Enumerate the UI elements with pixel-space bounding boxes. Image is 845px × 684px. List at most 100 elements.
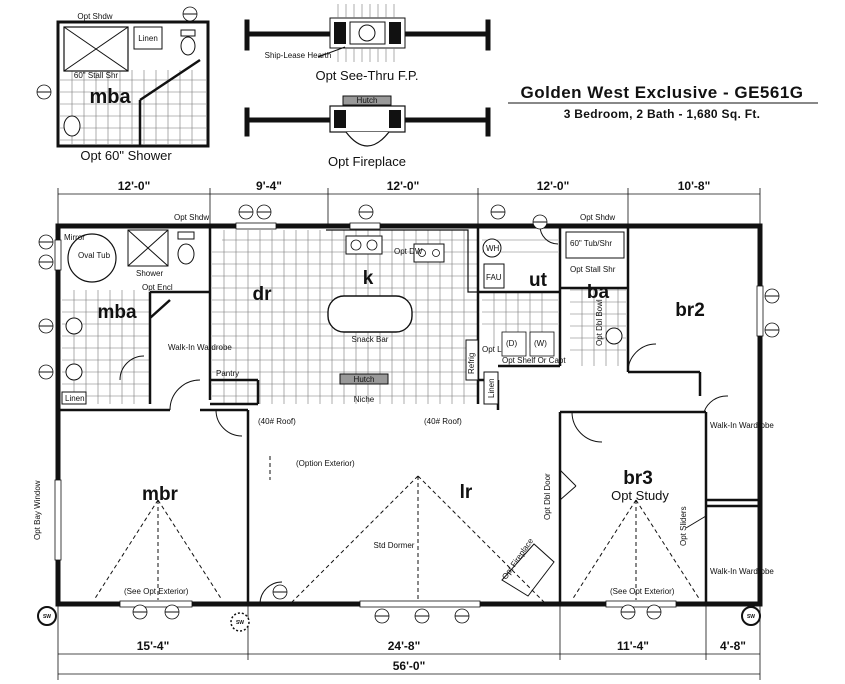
ba-sink-icon (605, 327, 623, 345)
sw-label-left: SW (43, 614, 51, 620)
plan-title: Golden West Exclusive - GE561G (520, 83, 803, 102)
fau-label: FAU (486, 273, 502, 282)
opt-shelf-label: Opt Shelf Or Cabt (502, 356, 566, 365)
window-tag (414, 608, 430, 624)
refrig-label: Refrig (467, 353, 476, 374)
window-tag (374, 608, 390, 624)
hutch (339, 373, 389, 385)
see-opt-exterior-left: (See Opt Exterior) (124, 587, 189, 596)
window-tag (646, 604, 662, 620)
mba-linen-label: Linen (65, 394, 85, 403)
inset-toilet-icon (180, 36, 196, 56)
inset-room-mba: mba (89, 86, 131, 108)
window-tag (38, 234, 54, 250)
tub-shr-label: 60" Tub/Shr (570, 239, 612, 248)
room-br3: br3 (623, 468, 653, 489)
hutch-label: Hutch (354, 375, 375, 384)
dim-top-4: 12'-0" (537, 179, 570, 193)
washer-label: (W) (534, 339, 547, 348)
pantry-label: Pantry (216, 369, 239, 378)
window-tag (532, 214, 548, 230)
sw-marker-left: SW (37, 606, 57, 626)
opt-stall-label: Opt Stall Shr (570, 265, 616, 274)
room-br3-sub: Opt Study (611, 488, 669, 503)
ut-linen-label: Linen (487, 378, 496, 398)
mba-wardrobe-label: Walk-In Wardrobe (168, 343, 232, 352)
dim-overall: 56'-0" (393, 659, 426, 673)
window-tag (238, 204, 254, 220)
inset-fireplace: Hutch Opt Fireplace (244, 95, 491, 169)
dimension-line-bottom: 15'-4" 24'-8" 11'-4" 4'-8" 56'-0" (57, 604, 761, 680)
window-tag (764, 288, 780, 304)
opt-encl-label: Opt Encl (142, 283, 173, 292)
ba-opt-shadow: Opt Shdw (580, 213, 615, 222)
window-tag (620, 604, 636, 620)
bay-window-label: Opt Bay Window (33, 480, 42, 540)
see-opt-exterior-right: (See Opt Exterior) (610, 587, 675, 596)
window-tag (38, 254, 54, 270)
mba-opt-shadow: Opt Shdw (174, 213, 209, 222)
dim-top-2: 9'-4" (256, 179, 282, 193)
window-tag (164, 604, 180, 620)
dim-bottom-3: 11'-4" (617, 639, 649, 653)
room-ba: ba (587, 282, 610, 303)
interior-walls (58, 226, 760, 604)
opt-dw-label: Opt DW (394, 247, 423, 256)
master-bath-fixtures: Oval Tub Mirror Shower Opt Encl Linen Wa… (61, 229, 232, 405)
room-dr: dr (253, 284, 273, 305)
window-tag (132, 604, 148, 620)
window-tag (38, 364, 54, 380)
fau-unit (483, 263, 505, 289)
window-tag (38, 318, 54, 334)
window-tags (38, 204, 780, 624)
room-br2: br2 (675, 300, 705, 321)
dim-top-5: 10'-8" (678, 179, 711, 193)
option-exterior-label: (Option Exterior) (296, 459, 355, 468)
dimension-line-top: 12'-0" 9'-4" 12'-0" 12'-0" 10'-8" (57, 179, 761, 224)
inset-see-thru-caption: Opt See-Thru F.P. (315, 68, 418, 83)
opt-dbl-door-label: Opt Dbl Door (543, 473, 552, 520)
snack-bar-island (327, 295, 413, 333)
shower-label: Shower (136, 269, 163, 278)
tile-grid-utility-bath (482, 239, 626, 366)
opt-fireplace-label: Opt Fireplace (500, 536, 535, 581)
inset-fireplace-caption: Opt Fireplace (328, 154, 406, 169)
dim-bottom-4: 4'-8" (720, 639, 746, 653)
sw-label-mid: SW (236, 620, 244, 626)
dim-bottom-2: 24'-8" (388, 639, 421, 653)
niche-label: Niche (354, 395, 375, 404)
sink-icon (65, 317, 83, 335)
toilet-icon (177, 243, 195, 265)
br3-wardrobe-1-label: Walk-In Wardrobe (710, 421, 774, 430)
window-tag (454, 608, 470, 624)
roof-label-left: (40# Roof) (258, 417, 296, 426)
dryer-label: (D) (506, 339, 517, 348)
oval-tub (67, 233, 117, 283)
window-tag (256, 204, 272, 220)
opt-sliders-label: Opt Sliders (679, 506, 688, 546)
snack-bar-label: Snack Bar (352, 335, 389, 344)
inset-opt-shower: 60" Stall Shr Linen mba Opt 60" Shower O… (36, 6, 210, 163)
tile-grid-master-bath (62, 290, 150, 404)
plan-subtitle: 3 Bedroom, 2 Bath - 1,680 Sq. Ft. (564, 107, 761, 121)
dim-bottom-1: 15'-4" (137, 639, 170, 653)
room-mba: mba (97, 302, 137, 323)
wh-label: WH (486, 244, 500, 253)
inset-stall-label: 60" Stall Shr (74, 71, 119, 80)
inset-linen (133, 26, 163, 50)
dim-top-1: 12'-0" (118, 179, 151, 193)
inset-linen-label: Linen (138, 34, 158, 43)
inset-tile-grid (60, 70, 206, 144)
exterior-walls (55, 223, 763, 607)
dim-top-3: 12'-0" (387, 179, 420, 193)
washer (529, 331, 555, 357)
utility-fixtures: WH FAU Opt Lin (D) (W) Opt Shelf Or Cabt… (482, 213, 625, 405)
inset-shower-caption: Opt 60" Shower (80, 148, 172, 163)
sw-marker-right: SW (741, 606, 761, 626)
inset-hearth-label: Ship-Lease Hearth (265, 51, 332, 60)
dryer (501, 331, 527, 357)
inset-see-thru-fp: Ship-Lease Hearth Opt See-Thru F.P. (244, 4, 491, 83)
window-tag (490, 204, 506, 220)
room-lr: lr (460, 482, 473, 503)
